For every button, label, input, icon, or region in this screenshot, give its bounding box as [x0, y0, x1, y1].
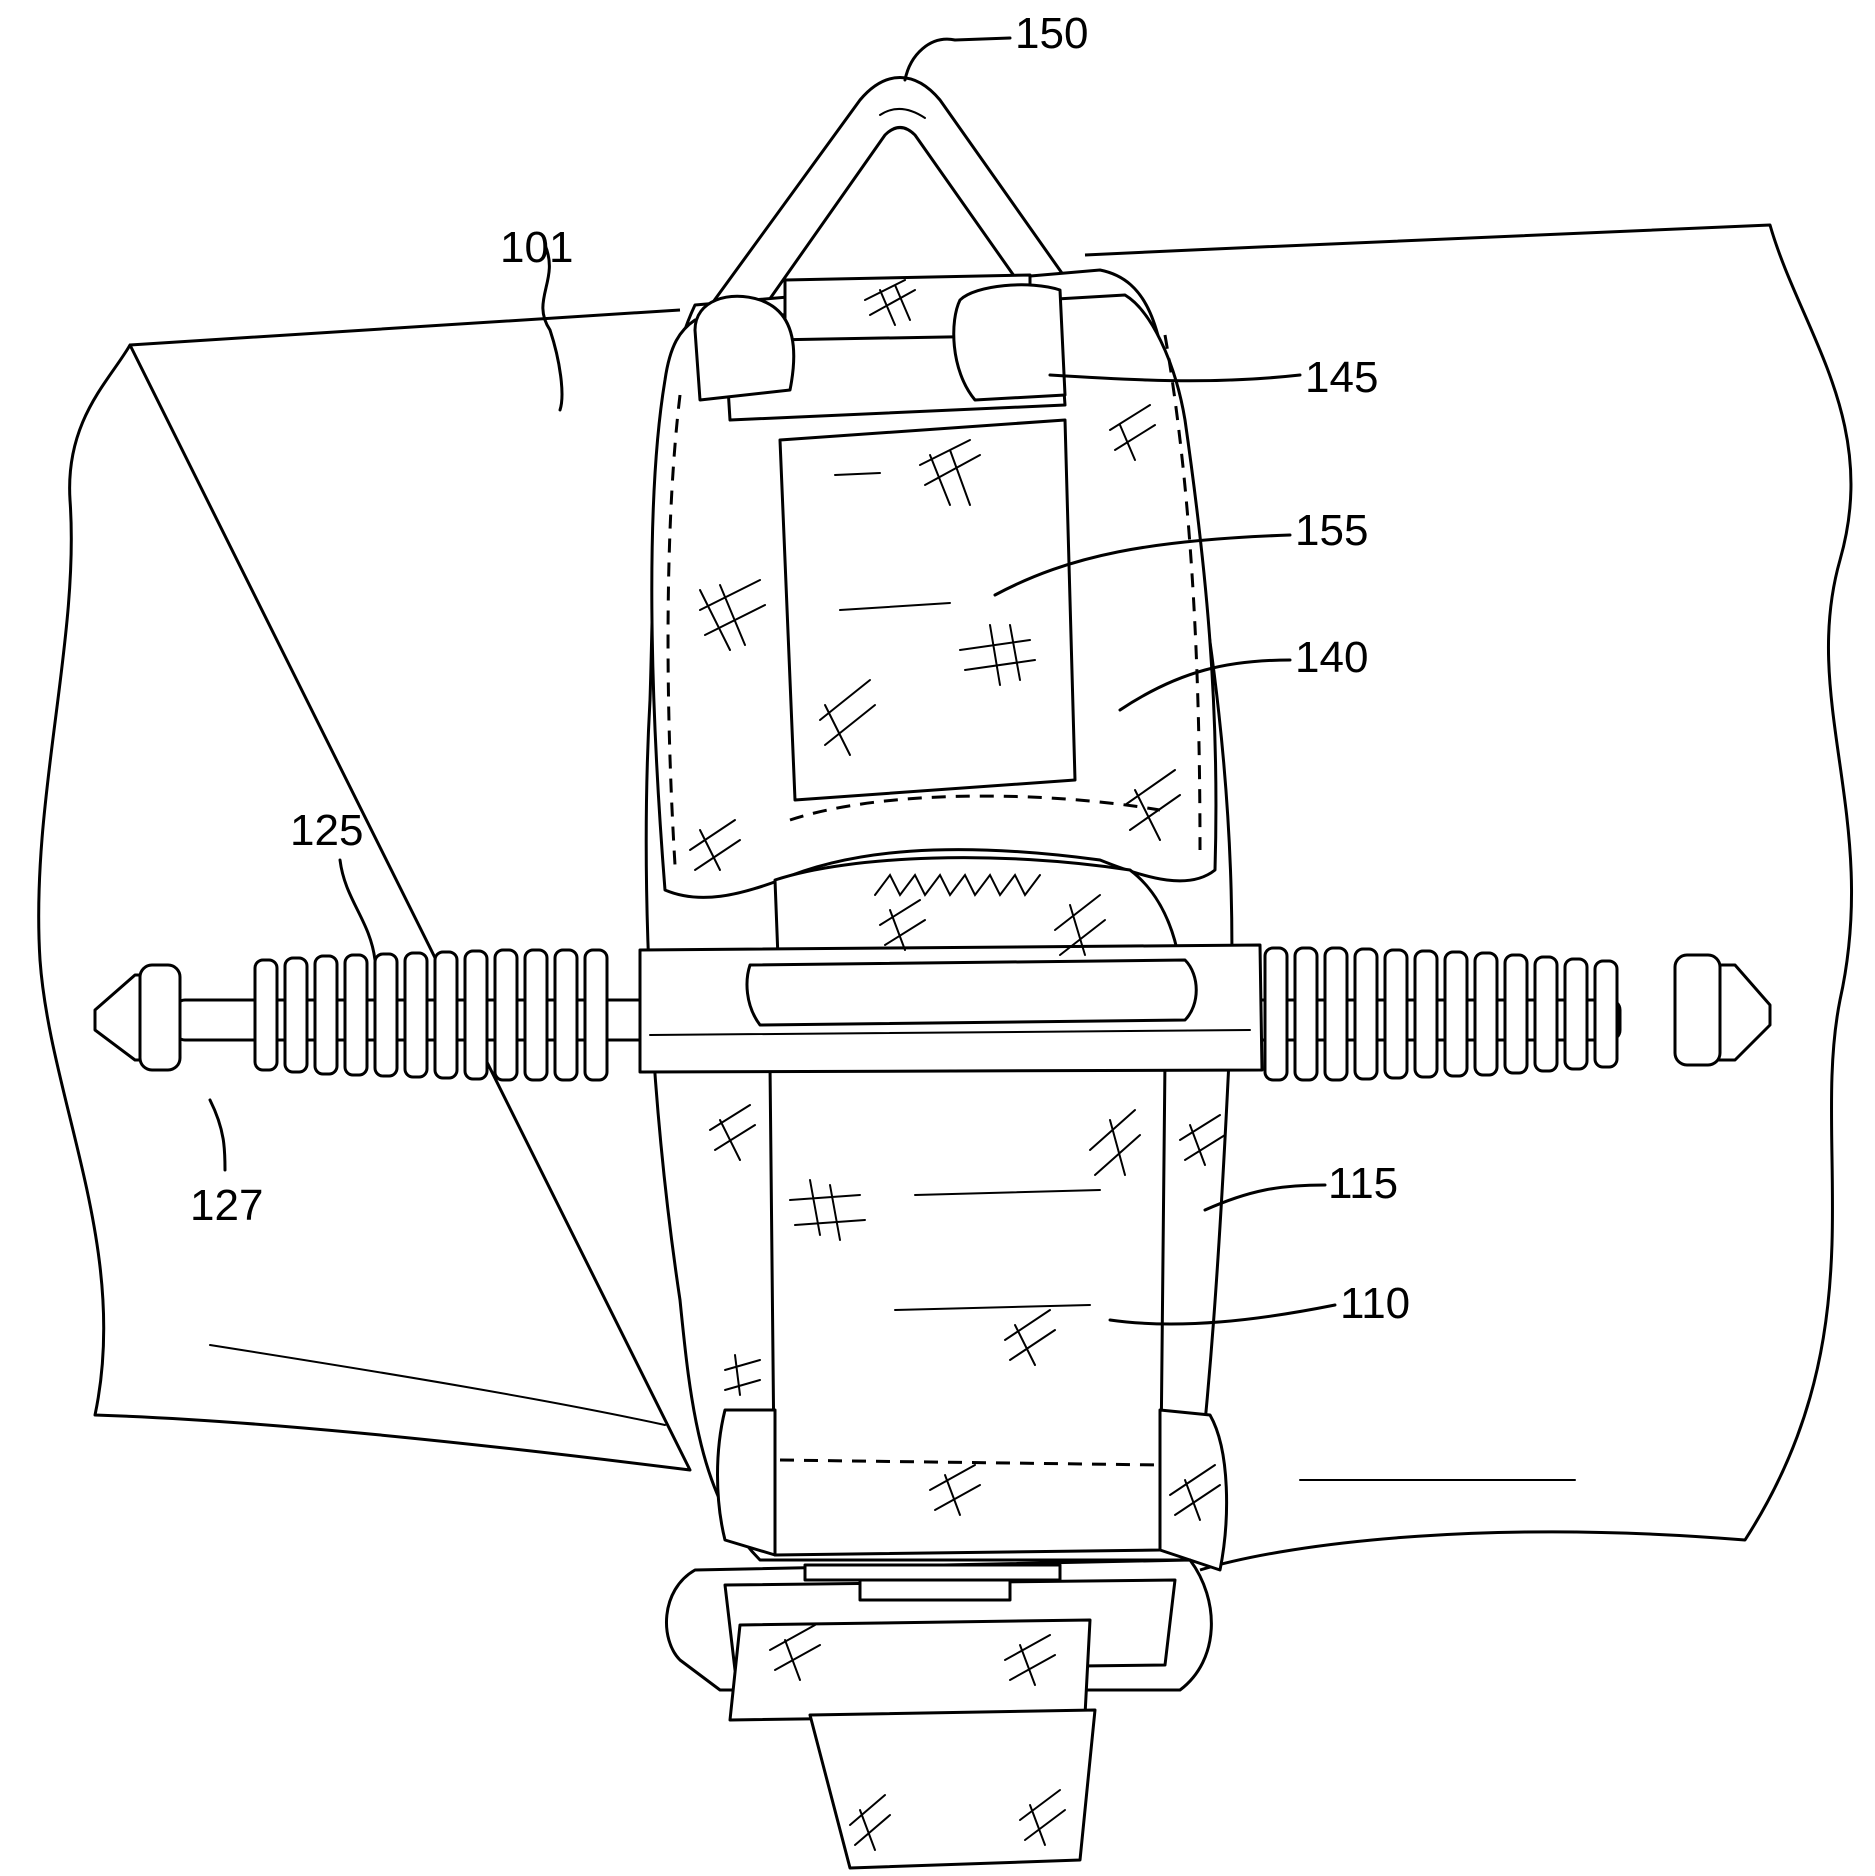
spring-right	[1263, 946, 1619, 1082]
label-125: 125	[290, 806, 363, 855]
label-110: 110	[1340, 1279, 1410, 1328]
buckle	[693, 273, 1067, 422]
spring-left	[253, 948, 609, 1082]
spring-bar	[93, 943, 1772, 1082]
label-155: 155	[1295, 506, 1368, 555]
reference-labels: 101 150 145 155 140 125 127 115 110	[190, 9, 1410, 1328]
fabric-texture	[689, 279, 1226, 1851]
strap-end	[808, 1708, 1097, 1870]
label-115: 115	[1328, 1159, 1398, 1208]
tab	[778, 418, 1077, 802]
label-150: 150	[1015, 9, 1088, 58]
label-140: 140	[1295, 633, 1368, 682]
label-145: 145	[1305, 353, 1378, 402]
limb-surface	[37, 223, 1853, 1572]
label-101: 101	[500, 223, 573, 272]
bottom-buckle	[665, 1558, 1213, 1722]
leader-lines	[208, 36, 1337, 1326]
label-127: 127	[190, 1181, 263, 1230]
